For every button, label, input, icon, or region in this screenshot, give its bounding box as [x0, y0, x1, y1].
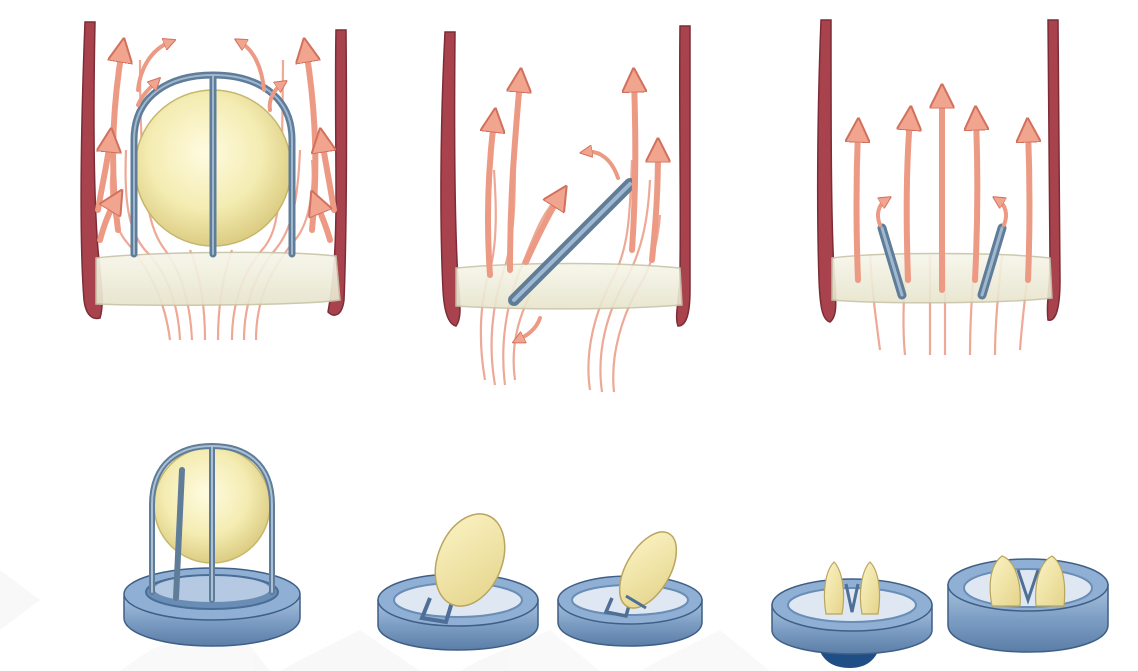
device-tilting-disc-valve-open — [378, 504, 538, 650]
device-tilting-disc-valve-closing — [558, 523, 702, 646]
panel-caged-ball-flow — [81, 22, 346, 340]
leaflet-left — [824, 562, 843, 614]
leaflet-right — [860, 562, 879, 614]
device-bileaflet-valve-partly-closed — [948, 556, 1108, 652]
panel-tilting-disc-flow — [441, 26, 690, 392]
device-bileaflet-valve-open — [772, 562, 932, 668]
sewing-ring — [96, 252, 340, 305]
device-caged-ball-valve — [124, 446, 300, 646]
panel-bileaflet-flow — [818, 20, 1060, 355]
